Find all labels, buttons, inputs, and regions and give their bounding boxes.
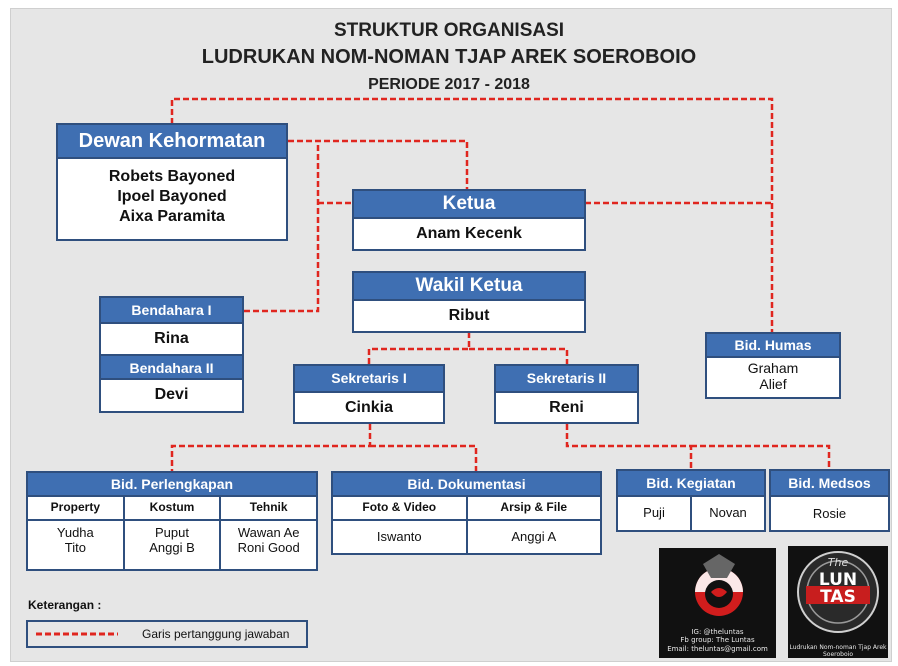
luntas-logo-right: The LUN TAS Ludrukan Nom-noman Tjap Arek…	[788, 546, 888, 658]
legend-dashed-line	[36, 632, 118, 636]
sekretaris2-title: Sekretaris II	[496, 366, 637, 393]
dokumentasi-column-label: Foto & Video	[362, 500, 437, 514]
dokumentasi-column-label: Arsip & File	[465, 497, 601, 519]
bendahara2-title: Bendahara II	[101, 354, 242, 380]
connector-sekretaris2-children	[565, 424, 831, 469]
logo-caption: Email: theluntas@gmail.com	[667, 644, 768, 653]
connector-wakil-sekretaris	[367, 332, 569, 364]
wakil-ketua-member: Ribut	[448, 307, 490, 324]
logo-caption: IG: @theluntas	[691, 628, 744, 636]
dokumentasi-title: Bid. Dokumentasi	[333, 473, 600, 497]
medsos-member: Rosie	[812, 506, 847, 521]
wakil-ketua-box: Wakil Ketua Ribut	[352, 271, 586, 333]
perlengkapan-title: Bid. Perlengkapan	[28, 473, 316, 497]
perlengkapan-member: Yudha	[56, 525, 94, 540]
humas-box: Bid. Humas Graham Alief	[705, 332, 841, 399]
legend-label: Keterangan :	[28, 598, 102, 612]
legend-item-label: Garis pertanggung jawaban	[142, 627, 290, 641]
dewan-member: Aixa Paramita	[119, 208, 225, 225]
dewan-kehormatan-box: Dewan Kehormatan Robets Bayoned Ipoel Ba…	[56, 123, 288, 241]
sekretaris1-title: Sekretaris I	[295, 366, 443, 393]
legend-box: Garis pertanggung jawaban	[26, 620, 308, 648]
perlengkapan-member: Tito	[64, 540, 86, 555]
wakil-ketua-title: Wakil Ketua	[354, 273, 584, 301]
chart-title: STRUKTUR ORGANISASI	[333, 20, 565, 41]
logo-caption: Ludrukan Nom-noman Tjap Arek Soeroboio	[789, 644, 887, 658]
badge-icon	[797, 551, 879, 633]
humas-member: Graham	[747, 360, 799, 376]
logo-word: The	[827, 556, 849, 569]
kegiatan-box: Bid. Kegiatan Puji Novan	[616, 469, 766, 532]
perlengkapan-column-label: Tehnik	[219, 497, 316, 519]
humas-member: Alief	[759, 376, 787, 392]
bendahara1-title: Bendahara I	[101, 298, 242, 324]
perlengkapan-member: Roni Good	[237, 540, 300, 555]
sekretaris2-member: Reni	[549, 399, 584, 416]
ketua-title: Ketua	[354, 191, 584, 219]
connector-bendahara	[244, 141, 352, 313]
dewan-member: Ipoel Bayoned	[117, 188, 227, 205]
ketua-member: Anam Kecenk	[416, 225, 522, 242]
dokumentasi-box: Bid. Dokumentasi Foto & Video Arsip & Fi…	[331, 471, 602, 555]
sekretaris1-member: Cinkia	[344, 399, 393, 416]
luntas-logo-left: IG: @theluntas Fb group: The Luntas Emai…	[659, 548, 776, 658]
connector-sekretaris1-children	[170, 424, 478, 471]
dewan-kehormatan-title: Dewan Kehormatan	[58, 125, 286, 159]
mask-icon	[695, 554, 743, 616]
organization-name: LUDRUKAN NOM-NOMAN TJAP AREK SOEROBOIO	[201, 46, 697, 68]
perlengkapan-box: Bid. Perlengkapan Property Kostum Tehnik…	[26, 471, 318, 571]
logo-word: TAS	[820, 587, 856, 607]
logo-word: LUN	[818, 570, 858, 590]
perlengkapan-column-label: Property	[50, 500, 101, 514]
bendahara-box: Bendahara I Rina Bendahara II Devi	[99, 296, 244, 413]
bendahara2-member: Devi	[154, 386, 189, 403]
perlengkapan-member: Wawan Ae	[237, 525, 300, 540]
connector-dewan-ketua	[288, 139, 469, 190]
dokumentasi-member: Iswanto	[376, 529, 422, 544]
kegiatan-member: Puji	[643, 505, 665, 520]
dokumentasi-member: Anggi A	[465, 521, 601, 555]
connector-top-arc	[170, 97, 774, 333]
dewan-member: Robets Bayoned	[108, 168, 236, 185]
perlengkapan-member: Puput	[155, 525, 189, 540]
humas-title: Bid. Humas	[707, 334, 839, 358]
sekretaris2-box: Sekretaris II Reni	[494, 364, 639, 424]
kegiatan-title: Bid. Kegiatan	[618, 471, 764, 497]
bendahara1-member: Rina	[154, 330, 189, 347]
period-label: PERIODE 2017 - 2018	[368, 76, 530, 93]
medsos-box: Bid. Medsos Rosie	[769, 469, 890, 532]
kegiatan-member: Novan	[690, 497, 764, 530]
perlengkapan-member: Anggi B	[149, 540, 195, 555]
logo-caption: Fb group: The Luntas	[680, 636, 755, 645]
ketua-box: Ketua Anam Kecenk	[352, 189, 586, 251]
medsos-title: Bid. Medsos	[771, 471, 888, 497]
sekretaris1-box: Sekretaris I Cinkia	[293, 364, 445, 424]
perlengkapan-column-label: Kostum	[122, 497, 220, 519]
